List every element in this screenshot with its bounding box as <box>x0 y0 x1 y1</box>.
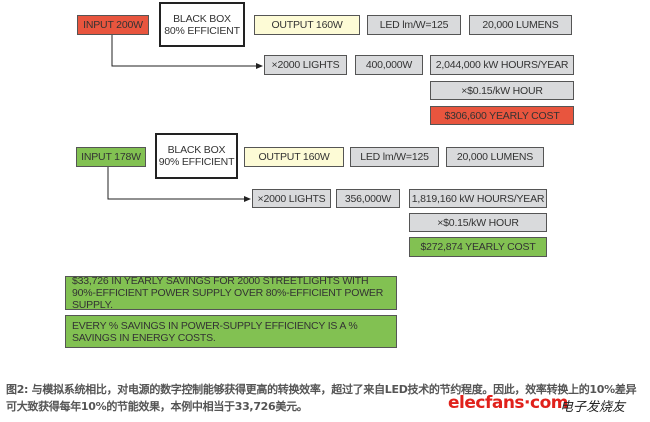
led-efficacy-box: LED lm/W=125 <box>367 15 461 35</box>
arrow-90 <box>107 167 251 202</box>
yearly-cost-box: $272,874 YEARLY COST <box>409 237 547 257</box>
kwh-box: 2,044,000 kW HOURS/YEAR <box>430 55 574 75</box>
elecfans-logo-chinese: 电子发烧友 <box>560 400 626 415</box>
yearly-cost-box: $306,600 YEARLY COST <box>430 106 574 125</box>
lights-box: ×2000 LIGHTS <box>252 189 331 208</box>
arrow-80 <box>111 35 263 69</box>
input-200w-box: INPUT 200W <box>77 15 149 35</box>
total-watts-box: 400,000W <box>355 55 423 75</box>
savings-note: $33,726 IN YEARLY SAVINGS FOR 2000 STREE… <box>65 275 397 311</box>
efficiency-label: 90% EFFICIENT <box>158 156 235 168</box>
rate-box: ×$0.15/kW HOUR <box>430 81 574 100</box>
black-box-80: BLACK BOX 80% EFFICIENT <box>159 2 245 47</box>
kwh-box: 1,819,160 kW HOURS/YEAR <box>409 189 547 208</box>
efficiency-note: EVERY % SAVINGS IN POWER-SUPPLY EFFICIEN… <box>65 315 397 348</box>
black-box-label: BLACK BOX <box>167 144 226 156</box>
figure-caption: 图2: 与模拟系统相比，对电源的数字控制能够获得更高的转换效率，超过了来自LED… <box>6 383 637 413</box>
elecfans-logo: elecfans·com <box>448 393 568 413</box>
output-box: OUTPUT 160W <box>254 15 360 35</box>
lumens-box: 20,000 LUMENS <box>469 15 572 35</box>
input-178w-box: INPUT 178W <box>76 147 146 167</box>
output-box: OUTPUT 160W <box>244 147 344 167</box>
led-efficacy-box: LED lm/W=125 <box>350 147 439 167</box>
black-box-label: BLACK BOX <box>173 12 231 25</box>
lumens-box: 20,000 LUMENS <box>446 147 544 167</box>
lights-box: ×2000 LIGHTS <box>264 55 347 75</box>
black-box-90: BLACK BOX 90% EFFICIENT <box>155 133 238 179</box>
total-watts-box: 356,000W <box>336 189 400 208</box>
rate-box: ×$0.15/kW HOUR <box>409 213 547 232</box>
efficiency-label: 80% EFFICIENT <box>164 24 240 37</box>
